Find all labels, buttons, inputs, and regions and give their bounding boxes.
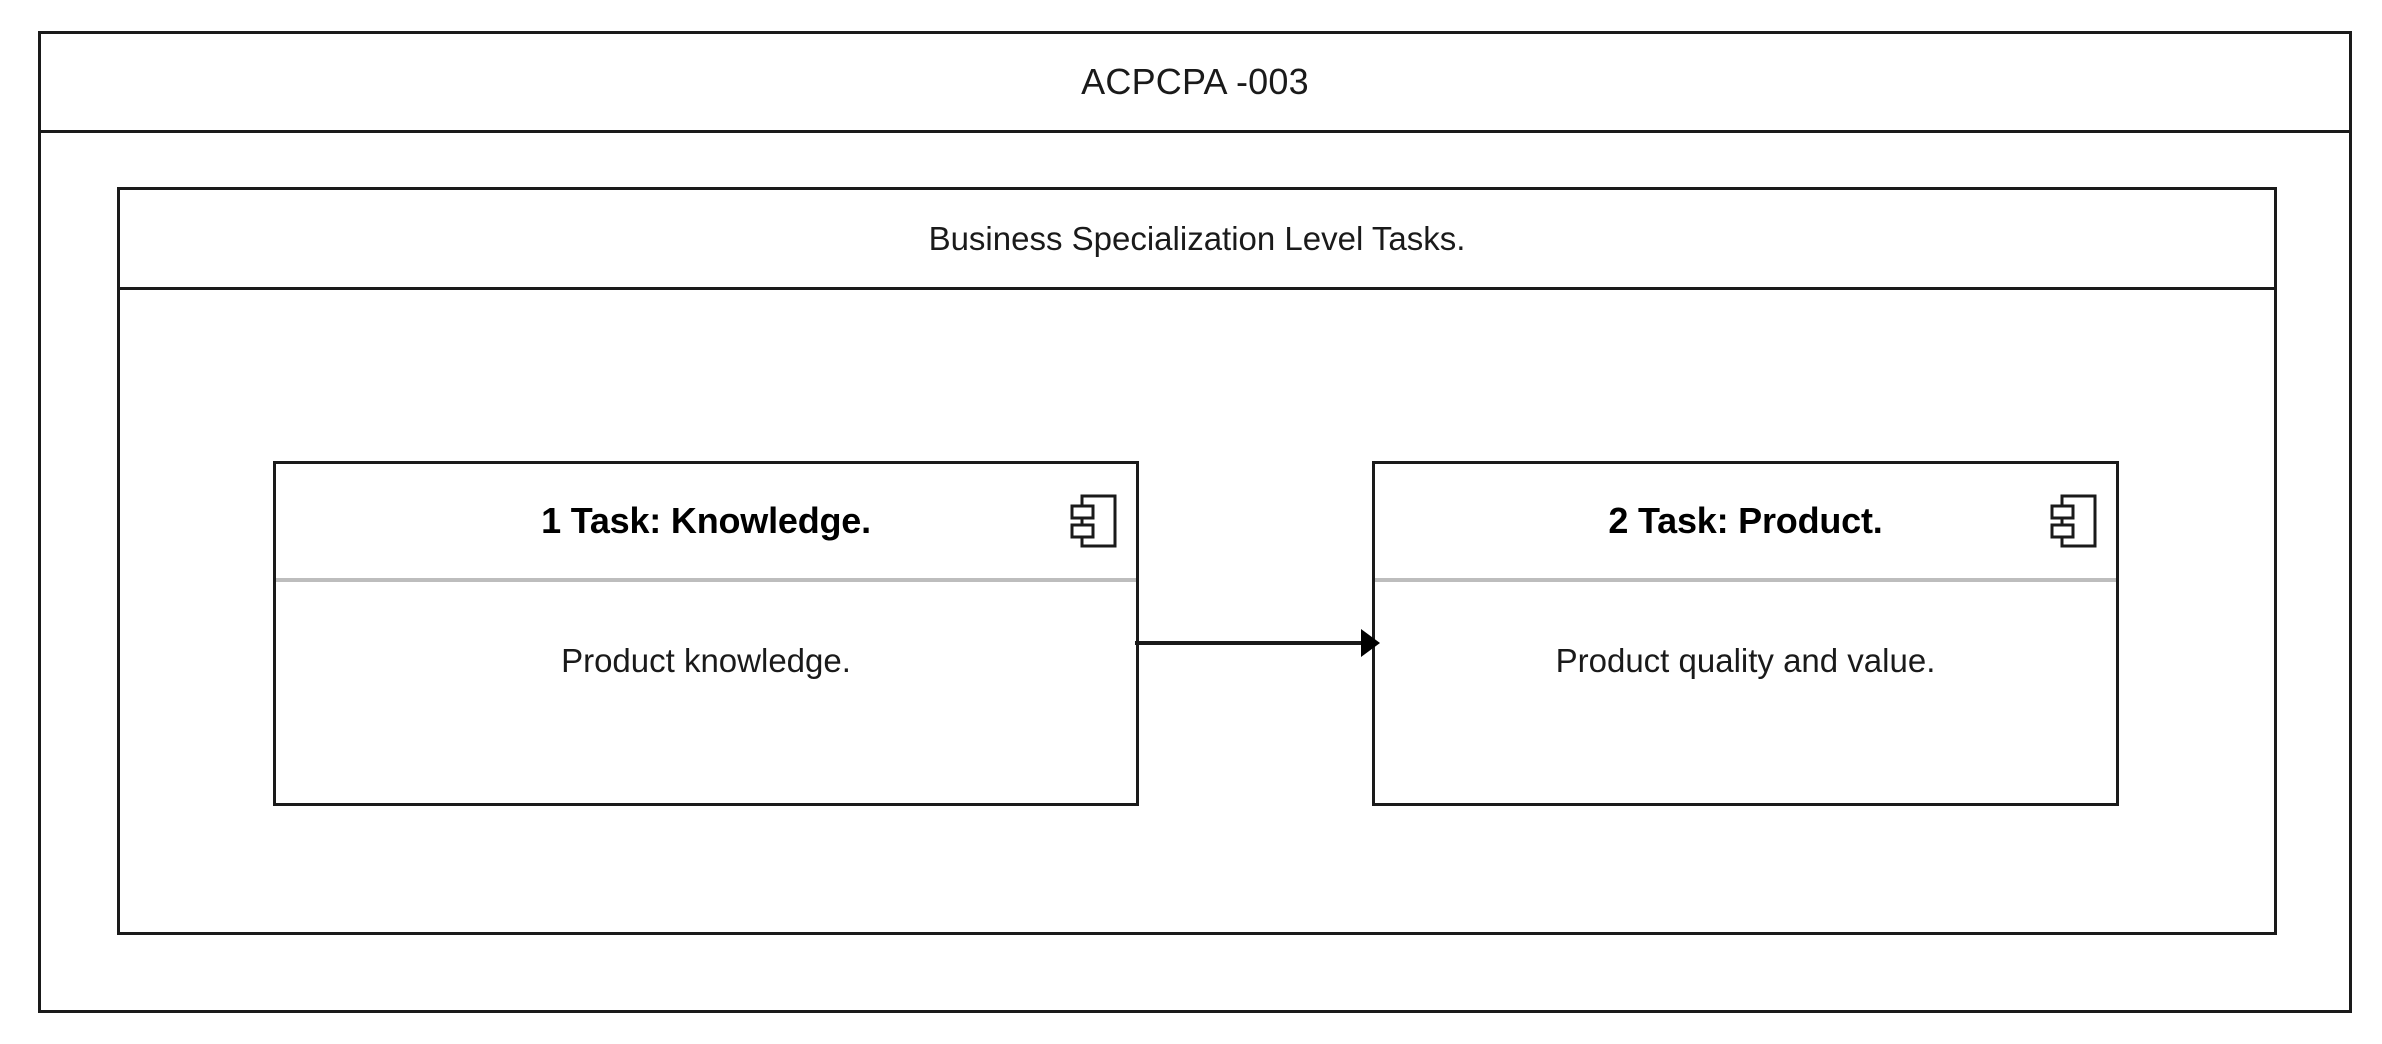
uml-component-icon	[2050, 494, 2097, 548]
diagram-title-band: ACPCPA -003	[41, 34, 2349, 133]
component-node-task-knowledge[interactable]: 1 Task: Knowledge. Product knowledge.	[273, 461, 1139, 806]
component-description: Product quality and value.	[1555, 642, 1936, 679]
component-body: Product knowledge.	[276, 582, 1136, 921]
business-level-panel: Business Specialization Level Tasks. 1 T…	[117, 187, 2277, 935]
component-title: 2 Task: Product.	[1608, 500, 1883, 541]
business-level-panel-title: Business Specialization Level Tasks.	[928, 219, 1466, 257]
diagram-canvas: 1 Task: Knowledge. Product knowledge. 2 …	[120, 293, 2274, 932]
uml-component-icon	[1070, 494, 1117, 548]
component-header: 2 Task: Product.	[1375, 464, 2116, 582]
component-description: Product knowledge.	[561, 642, 851, 679]
connector-arrow-knowledge-to-product	[1135, 629, 1380, 657]
component-body: Product quality and value.	[1375, 582, 2116, 921]
component-header: 1 Task: Knowledge.	[276, 464, 1136, 582]
component-title: 1 Task: Knowledge.	[541, 500, 871, 541]
diagram-title: ACPCPA -003	[1081, 61, 1309, 102]
component-node-task-product[interactable]: 2 Task: Product. Product quality and val…	[1372, 461, 2119, 806]
diagram-outer-frame: ACPCPA -003 Business Specialization Leve…	[38, 31, 2352, 1013]
business-level-panel-title-band: Business Specialization Level Tasks.	[120, 190, 2274, 290]
